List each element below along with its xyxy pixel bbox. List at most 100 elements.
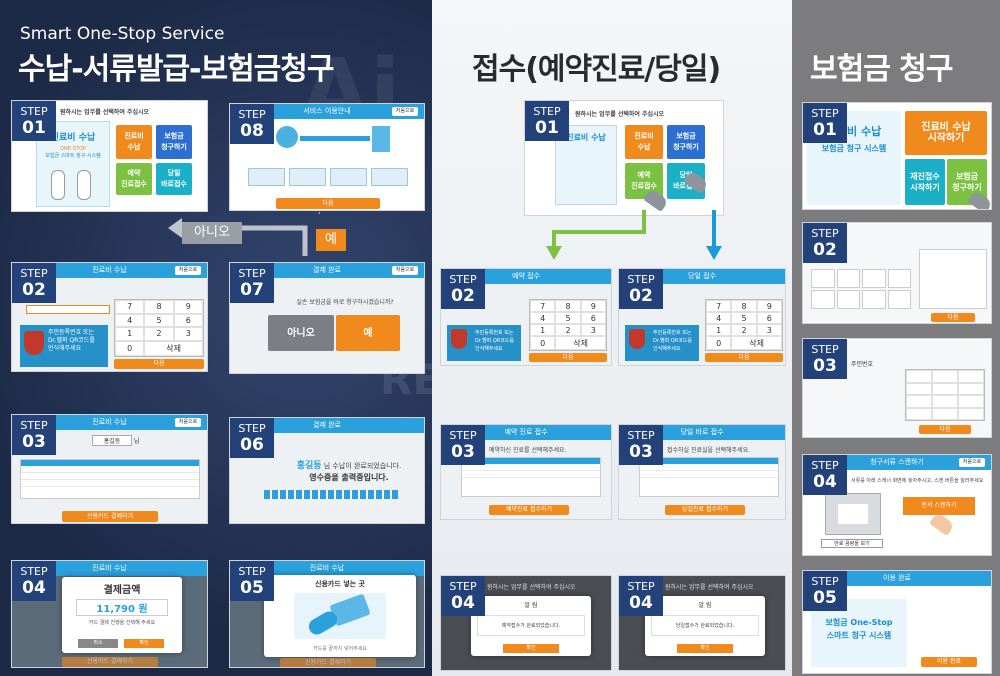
key[interactable]: 8 — [555, 300, 581, 312]
key[interactable]: 5 — [144, 313, 174, 327]
tile-insurance[interactable]: 보험금 청구하기 — [156, 125, 192, 159]
cancel-button[interactable]: 취소 — [78, 639, 118, 648]
tile-payment[interactable]: 진료비 수납 — [116, 125, 152, 159]
key[interactable]: 3 — [580, 324, 606, 336]
submit-button[interactable]: 예약진료 접수하기 — [489, 505, 569, 515]
delete-key[interactable]: 삭제 — [555, 336, 606, 350]
insurer-list — [919, 249, 987, 309]
key[interactable]: 0 — [115, 340, 145, 356]
scan-button[interactable]: 문서 스캔하기 — [903, 497, 975, 515]
preview-button[interactable]: 만료 용량을 보기 — [821, 539, 883, 548]
key[interactable]: 4 — [706, 312, 732, 324]
next-button[interactable]: 다음 — [931, 313, 975, 322]
screen-bar: 진료비 수납 — [12, 415, 207, 430]
tile-revisit[interactable]: 재진접수 시작하기 — [905, 159, 945, 205]
ok-button[interactable]: 확인 — [677, 644, 733, 653]
yes-label: 예 — [316, 229, 346, 251]
right-title: 보험금 청구 — [810, 52, 953, 87]
tile-reservation[interactable]: 예약 진료접수 — [116, 163, 152, 195]
key[interactable]: 0 — [706, 336, 732, 350]
key[interactable]: 7 — [530, 300, 556, 312]
key[interactable]: 6 — [173, 313, 203, 327]
screen-bar: 이용 완료 — [803, 571, 991, 586]
key[interactable]: 3 — [756, 324, 782, 336]
key[interactable]: 8 — [731, 300, 757, 312]
delete-key[interactable]: 삭제 — [731, 336, 782, 350]
home-button[interactable]: 처음으로 — [392, 107, 418, 116]
tile-start-payment[interactable]: 진료비 수납 시작하기 — [905, 111, 987, 155]
key[interactable]: 7 — [115, 300, 145, 314]
key[interactable]: 9 — [756, 300, 782, 312]
brand-poster: 진료비 수납 ONE-STOP 보험금 스마트 청구 시스템 — [36, 121, 110, 207]
id-input[interactable] — [26, 305, 110, 314]
next-button[interactable]: 다음 — [276, 198, 380, 209]
submit-button[interactable]: 당일진료 접수하기 — [665, 505, 745, 515]
ok-button[interactable]: 확인 — [503, 644, 559, 653]
key[interactable]: 9 — [173, 300, 203, 314]
key[interactable]: 5 — [731, 312, 757, 324]
home-button[interactable]: 처음으로 — [175, 418, 201, 427]
next-button[interactable]: 다음 — [919, 425, 971, 434]
key[interactable]: 6 — [756, 312, 782, 324]
next-button[interactable]: 다음 — [529, 353, 607, 362]
screen-bar: 서비스 이용안내 — [230, 104, 424, 119]
key[interactable]: 8 — [144, 300, 174, 314]
pay-card-button[interactable]: 신용카드 결제하기 — [280, 658, 376, 667]
confirm-button[interactable]: 확인 — [124, 639, 164, 648]
delete-key[interactable]: 삭제 — [144, 340, 203, 356]
key[interactable]: 7 — [706, 300, 732, 312]
key[interactable]: 6 — [580, 312, 606, 324]
key[interactable]: 3 — [173, 327, 203, 341]
screen-bar: 결제 완료 — [230, 418, 424, 433]
pay-card-button[interactable]: 신용카드 결제하기 — [62, 511, 158, 522]
home-button[interactable]: 처음으로 — [959, 458, 985, 467]
home-button[interactable]: 처음으로 — [175, 266, 201, 275]
key[interactable]: 5 — [555, 312, 581, 324]
home-button[interactable]: 처음으로 — [392, 266, 418, 275]
key[interactable]: 1 — [530, 324, 556, 336]
finish-button[interactable]: 이용 완료 — [921, 657, 977, 667]
yes-button[interactable]: 예 — [336, 315, 400, 351]
alert-modal: 알 림 예약접수가 완료되었습니다. 확인 — [471, 596, 591, 656]
tile-sameday[interactable]: 당일 바로접수 — [156, 163, 192, 195]
key[interactable]: 1 — [115, 327, 145, 341]
next-button[interactable]: 다음 — [114, 359, 204, 369]
screen-bar: 결제 완료 — [230, 263, 424, 278]
key[interactable]: 2 — [731, 324, 757, 336]
key[interactable]: 2 — [555, 324, 581, 336]
tile-insurance[interactable]: 보험금 청구하기 — [667, 125, 705, 159]
guide-thumbnails — [248, 168, 408, 186]
key[interactable]: 2 — [144, 327, 174, 341]
no-label: 아니오 — [182, 222, 242, 244]
next-button[interactable]: 다음 — [705, 353, 783, 362]
tile-payment[interactable]: 진료비 수납 — [625, 125, 663, 159]
key[interactable]: 1 — [706, 324, 732, 336]
no-button[interactable]: 아니오 — [268, 315, 334, 351]
key[interactable]: 0 — [530, 336, 556, 350]
key[interactable]: 4 — [530, 312, 556, 324]
scanner-icon — [629, 329, 645, 349]
key[interactable]: 4 — [115, 313, 145, 327]
key[interactable]: 9 — [580, 300, 606, 312]
pay-card-button[interactable]: 신용카드 결제하기 — [62, 657, 158, 667]
screen-bar: 진료비 수납 — [12, 263, 207, 278]
screen-bar: 진료비 수납 — [12, 561, 207, 576]
tile-insurance-claim[interactable]: 보험금 청구하기 — [947, 159, 987, 205]
